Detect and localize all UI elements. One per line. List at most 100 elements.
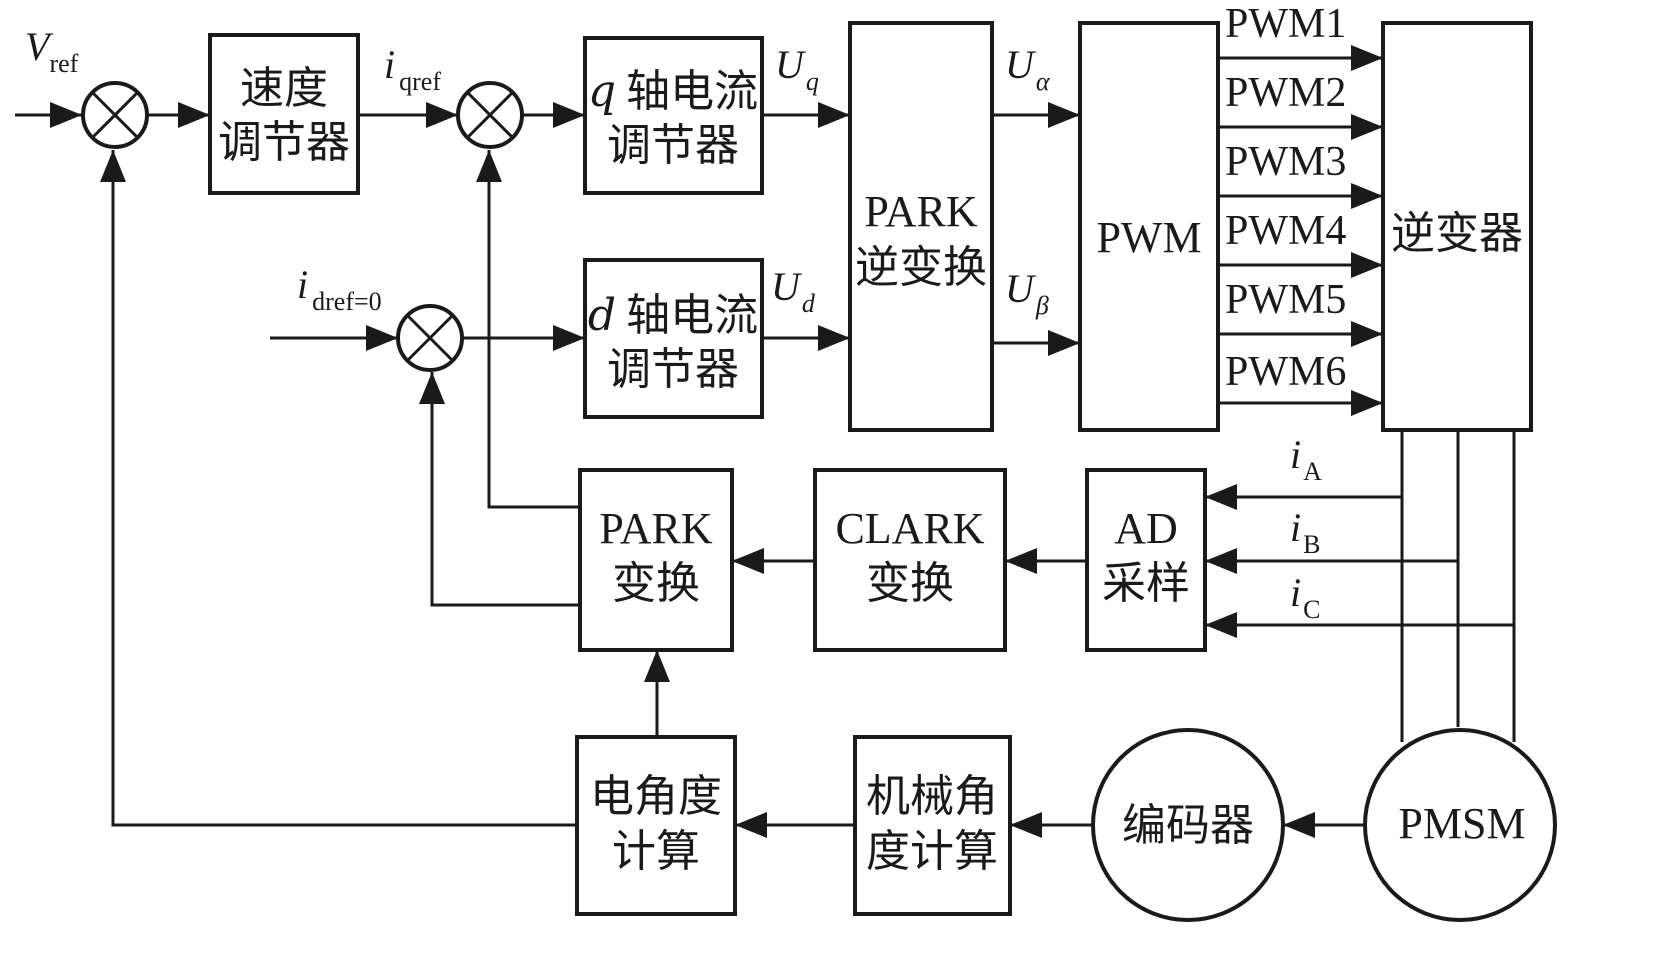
signal-ib: iB [1290,505,1320,559]
d-regulator-box [583,258,764,419]
arrow-into-qreg [553,102,585,128]
iqref-sub: qref [399,67,441,96]
arrow-into-speed [178,102,210,128]
park-box [578,468,734,652]
q-var: q [588,66,616,117]
mechanical-angle-block: 机械角 度计算 [853,735,1012,916]
inverter-label: 逆变器 [1391,208,1523,259]
mech-angle-line1: 机械角 [866,771,998,822]
q-regulator-text: 轴电流 [626,66,758,117]
sum-cross-b [405,313,455,363]
ualpha-main: U [1005,42,1037,87]
ad-sampling-block: AD 采样 [1085,468,1207,652]
ib-main: i [1290,505,1301,550]
vref-sub: ref [49,49,78,78]
speed-regulator-block: 速度 调节器 [208,33,360,195]
pwm-box [1078,21,1220,432]
park-line1: PARK [599,504,713,553]
arrow-ic [1205,612,1237,638]
signal-ubeta: Uβ [1005,266,1049,320]
speed-regulator-line2: 调节器 [218,117,350,168]
inverter-block: 逆变器 [1381,21,1533,432]
clark-box [813,468,1007,652]
ic-sub: C [1303,595,1320,624]
pwm-block: PWM [1078,21,1220,432]
arrow-pwm3 [1351,183,1383,209]
iqref-main: i [384,42,395,87]
arrow-into-sum3 [366,325,398,351]
park-block: PARK 变换 [578,468,734,652]
pmsm-block: PMSM [1363,728,1557,922]
arrow-into-encoder [1283,812,1315,838]
pwm2-label: PWM2 [1225,70,1346,116]
mech-angle-line2: 度计算 [866,826,998,877]
elec-angle-box [575,735,737,916]
signal-ia: iA [1290,432,1322,486]
pwm1-label: PWM1 [1225,1,1346,47]
uq-main: U [775,42,807,87]
sum-cross-b [465,90,515,140]
ic-main: i [1290,570,1301,615]
summing-junction-speed [81,81,149,149]
arrow-pwm5 [1351,321,1383,347]
pwm6-label: PWM6 [1225,349,1346,395]
pwm5-label: PWM5 [1225,277,1346,323]
encoder-block: 编码器 [1091,728,1285,922]
ud-main: U [771,264,803,309]
uq-sub: q [806,67,819,96]
idref-sub: dref=0 [312,287,382,316]
inverter-box [1381,21,1533,432]
arrow-into-park-bottom [644,650,670,682]
idref-main: i [297,262,308,307]
elec-angle-line2: 计算 [612,826,700,877]
ubeta-main: U [1005,266,1037,311]
electrical-angle-block: 电角度 计算 [575,735,737,916]
pmsm-circle [1363,728,1557,922]
pwm4-label: PWM4 [1225,208,1346,254]
pwm-label: PWM [1096,213,1201,262]
arrow-into-sum2-bottom [476,150,502,182]
d-var: d [588,290,616,341]
ia-sub: A [1303,457,1322,486]
arrow-into-dreg [553,325,585,351]
pwm3-label: PWM3 [1225,139,1346,185]
arrow-uq [818,102,850,128]
clark-line1: CLARK [835,504,984,553]
sum-cross-b [90,90,140,140]
ad-box [1085,468,1207,652]
arrow-pwm2 [1351,114,1383,140]
clark-line2: 变换 [866,558,954,609]
vref-main: V [25,24,54,69]
encoder-circle [1091,728,1285,922]
arrow-into-sum2 [426,102,458,128]
inverse-park-block: PARK 逆变换 [848,21,994,432]
arrow-ubeta [1048,330,1080,356]
arrow-into-clark [1005,548,1037,574]
arrow-into-sum1-bottom [100,150,126,182]
speed-regulator-box [208,33,360,195]
inverse-park-line1: PARK [864,187,978,236]
arrow-pwm4 [1351,252,1383,278]
signal-vref: Vref [25,24,79,78]
ualpha-sub: α [1036,67,1051,96]
mech-angle-box [853,735,1012,916]
ubeta-sub: β [1035,291,1049,320]
q-regulator-line2: 调节器 [607,120,739,171]
clark-block: CLARK 变换 [813,468,1007,652]
inverse-park-box [848,21,994,432]
summing-junction-d [396,304,464,372]
wire-speed-feedback [111,150,577,827]
signal-uq: Uq [775,42,819,96]
wire-iq-feedback [487,150,580,509]
arrow-pwm1 [1351,45,1383,71]
arrowheads [50,45,1383,838]
arrow-ia [1205,484,1237,510]
summing-junction-q [456,81,524,149]
ib-sub: B [1303,530,1320,559]
